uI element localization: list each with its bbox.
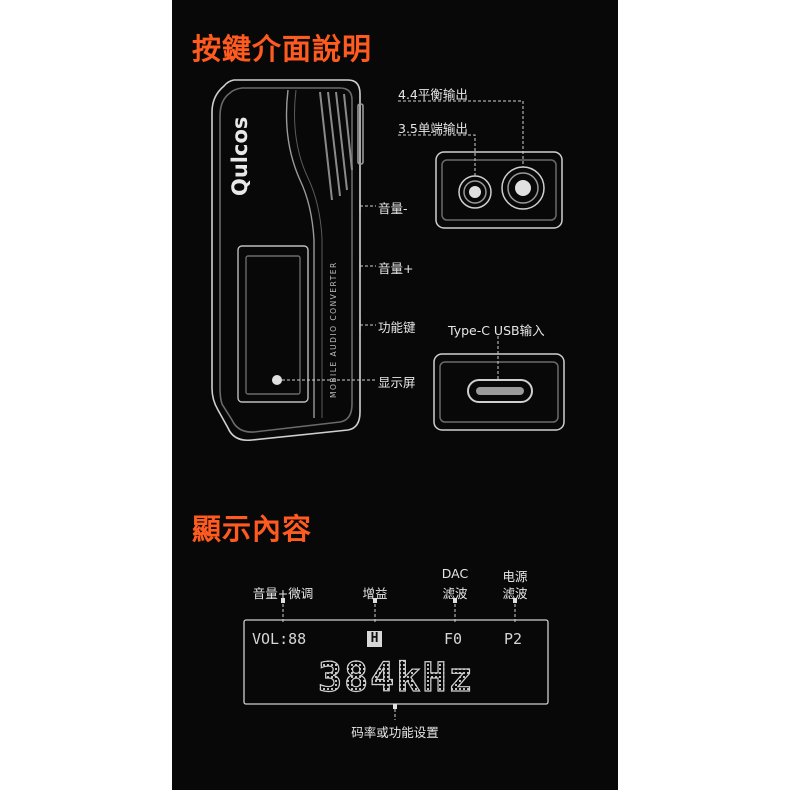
device-vertical-text: MOBILE AUDIO CONVERTER [329,261,338,398]
jack-module [435,151,563,229]
display-pointer-dot [272,375,282,385]
label-balanced-out: 4.4平衡输出 [398,87,468,102]
device-body [211,79,364,442]
label-display: 显示屏 [378,375,416,390]
label-gain: 增益 [362,586,388,601]
grille-lines [319,91,353,201]
section-title-display: 顯示內容 [192,512,313,546]
label-vol-down: 音量- [378,201,408,216]
label-volume-trim: 音量+微调 [252,586,314,601]
lcd-power: P2 [504,630,523,648]
label-power-filter: 滤波 [502,586,528,601]
lcd-gain-indicator: H [367,631,382,647]
leader-ticks-2 [281,598,517,709]
label-usb-in: Type-C USB输入 [448,323,545,338]
device-diagram [211,79,565,720]
label-dac: DAC [441,566,469,581]
label-power: 电源 [502,569,528,584]
leader-lines-1 [282,100,524,381]
device-screen [237,245,309,403]
infographic-panel: 按鍵介面說明 [172,0,618,790]
label-dac-filter: 滤波 [442,586,468,601]
lcd-filter: F0 [444,630,463,648]
label-function-key: 功能键 [378,320,416,335]
brand-logo-text: Qulcos [228,116,252,196]
section-title-controls: 按鍵介面說明 [192,32,373,66]
lcd-sample-rate: 384kHz [317,654,475,701]
label-rate-function: 码率或功能设置 [351,725,439,740]
label-vol-up: 音量+ [378,261,414,276]
label-se-out: 3.5单端输出 [398,121,468,136]
usb-module [433,353,565,431]
lcd-volume: VOL:88 [252,630,307,648]
